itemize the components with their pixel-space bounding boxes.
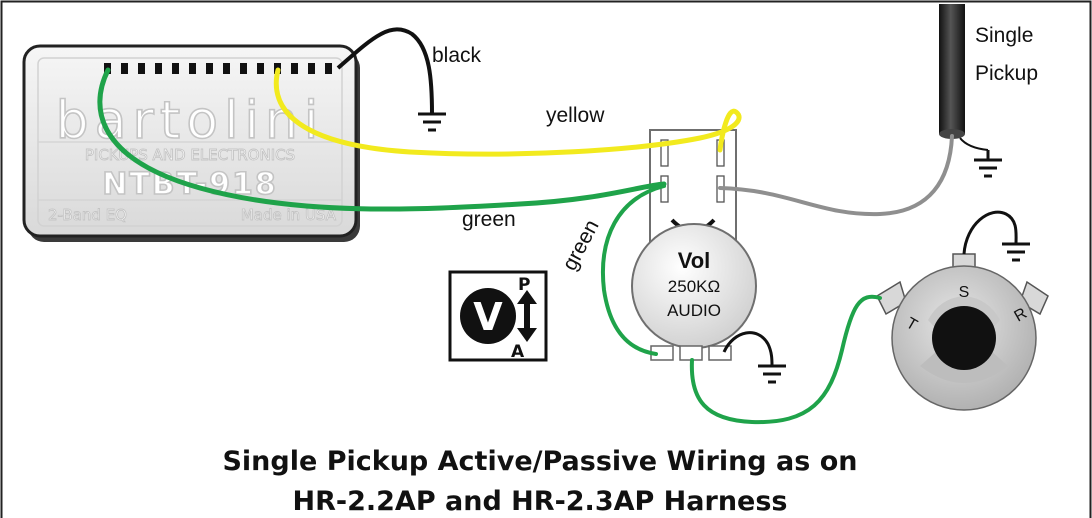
ground-icon: [418, 112, 446, 132]
green-wire-module: [97, 67, 667, 212]
jack-ground-wire: [962, 210, 1018, 255]
ground-icon: [758, 364, 786, 384]
yellow-wire: [273, 67, 742, 157]
jack-sleeve-label: S: [959, 284, 970, 301]
switch-icon-letter: V: [473, 295, 503, 339]
green-wire-pot: [601, 184, 666, 356]
volume-pot: Vol 250KΩ AUDIO: [631, 223, 757, 361]
pot-name: Vol: [678, 248, 711, 273]
label-yellow: yellow: [546, 104, 605, 127]
pot-taper: AUDIO: [667, 301, 721, 320]
diagram-title-line1: Single Pickup Active/Passive Wiring as o…: [222, 446, 857, 477]
label-pickup-line2: Pickup: [975, 62, 1038, 85]
module-made: Made in USA: [241, 206, 337, 224]
gray-wire: [718, 134, 954, 217]
label-pickup-line1: Single: [975, 24, 1033, 47]
pot-ground-wire: [722, 331, 774, 367]
switch-icon-bottom-letter: A: [511, 342, 525, 362]
module-subtitle: PICKUPS AND ELECTRONICS: [85, 146, 295, 164]
ground-icon: [1002, 242, 1030, 262]
switch-icon-top-letter: P: [518, 275, 530, 295]
green-wire-jack: [689, 294, 882, 425]
switch-icon: V P A: [448, 270, 548, 362]
preamp-module: bartolini PICKUPS AND ELECTRONICS NTBT-9…: [22, 44, 360, 242]
output-jack: T S R: [876, 253, 1049, 411]
pot-lug-middle: [679, 345, 703, 361]
diagram-title-line2: HR-2.2AP and HR-2.3AP Harness: [293, 486, 788, 517]
black-wire: [336, 27, 434, 115]
pot-value: 250KΩ: [668, 277, 720, 296]
module-brand: bartolini: [56, 91, 325, 151]
module-eq: 2-Band EQ: [48, 206, 127, 224]
up-down-arrow-icon: [517, 290, 537, 342]
ground-icon: [974, 150, 1002, 178]
label-black: black: [432, 44, 482, 67]
pickup-cable: [939, 4, 989, 151]
label-green-top: green: [462, 208, 516, 231]
